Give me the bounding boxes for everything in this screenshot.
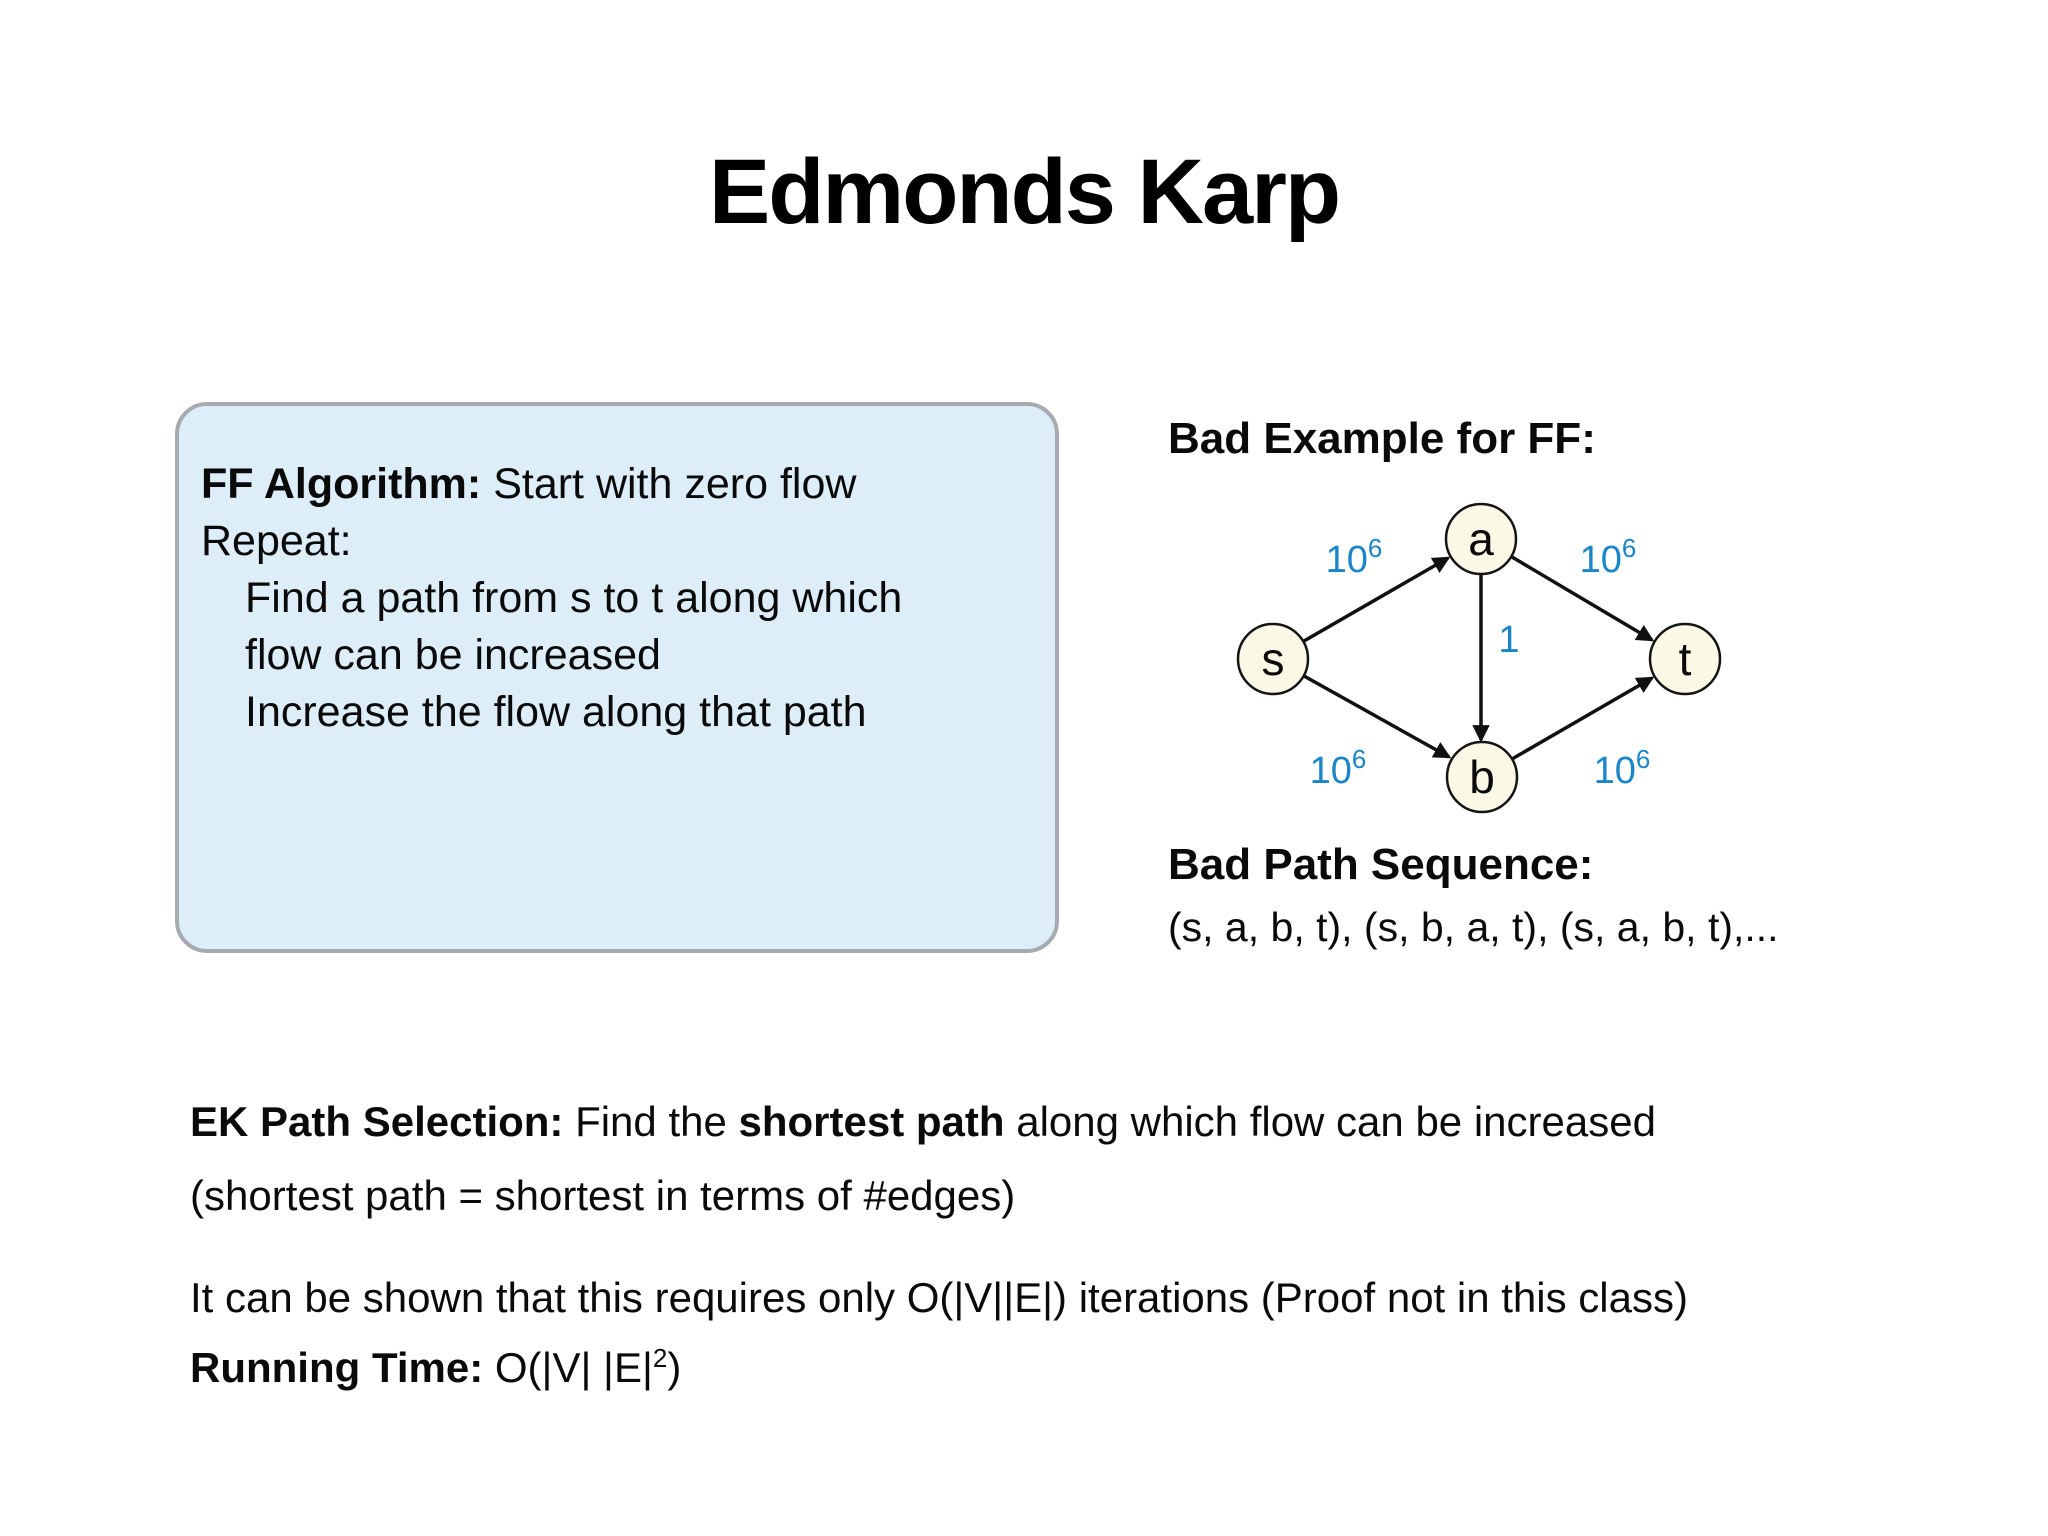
flow-network-diagram: 106 106 1 106 106 s a b t	[1236, 502, 1722, 814]
node-a-label: a	[1468, 513, 1494, 565]
ff-algorithm-line: FF Algorithm: Start with zero flow	[201, 456, 1037, 513]
node-t-label: t	[1679, 633, 1692, 685]
ff-algorithm-label: FF Algorithm:	[201, 460, 482, 508]
edge-s-a	[1303, 556, 1451, 643]
edge-label-s-b: 106	[1310, 744, 1367, 792]
running-time-pre: O(|V| |E|	[483, 1344, 653, 1391]
edge-label-s-a: 106	[1326, 533, 1383, 581]
ek-path-selection-label: EK Path Selection:	[190, 1098, 564, 1145]
ek-text-before: Find the	[563, 1098, 739, 1145]
page-title: Edmonds Karp	[708, 141, 1341, 243]
repeat-line: Repeat:	[201, 517, 352, 565]
iterations-claim: It can be shown that this requires only …	[190, 1274, 1688, 1321]
shortest-path-definition: (shortest path = shortest in terms of #e…	[190, 1172, 1016, 1219]
edge-s-b	[1303, 674, 1452, 759]
ek-path-selection-line: EK Path Selection: Find the shortest pat…	[190, 1098, 1656, 1146]
step-find-path-line1: Find a path from s to t along which	[245, 574, 903, 622]
running-time-exponent: 2	[652, 1343, 668, 1373]
edge-label-b-t: 106	[1594, 744, 1651, 792]
node-s	[1236, 622, 1310, 696]
ek-shortest-path-bold: shortest path	[738, 1098, 1005, 1145]
running-time-label: Running Time:	[190, 1344, 484, 1391]
node-s-label: s	[1262, 633, 1285, 685]
node-a	[1444, 502, 1518, 576]
running-time-line: Running Time: O(|V| |E|2)	[190, 1344, 681, 1392]
ff-algorithm-box: FF Algorithm: Start with zero flow Repea…	[175, 402, 1059, 953]
edge-label-a-b: 1	[1498, 619, 1519, 661]
running-time-post: )	[667, 1344, 682, 1391]
bad-example-heading: Bad Example for FF:	[1168, 414, 1596, 463]
step-increase-flow: Increase the flow along that path	[245, 688, 867, 736]
node-b	[1445, 740, 1519, 814]
edge-b-t	[1511, 676, 1655, 761]
step-find-path-line2: flow can be increased	[245, 631, 661, 679]
node-b-label: b	[1469, 751, 1495, 803]
edge-a-t	[1511, 555, 1655, 642]
ek-text-after: along which flow can be increased	[1004, 1098, 1656, 1145]
bad-path-sequence: (s, a, b, t), (s, b, a, t), (s, a, b, t)…	[1168, 904, 1779, 950]
ff-algorithm-text: Start with zero flow	[481, 460, 857, 508]
edge-label-a-t: 106	[1580, 533, 1637, 581]
bad-path-heading: Bad Path Sequence:	[1168, 840, 1594, 889]
node-t	[1648, 622, 1722, 696]
